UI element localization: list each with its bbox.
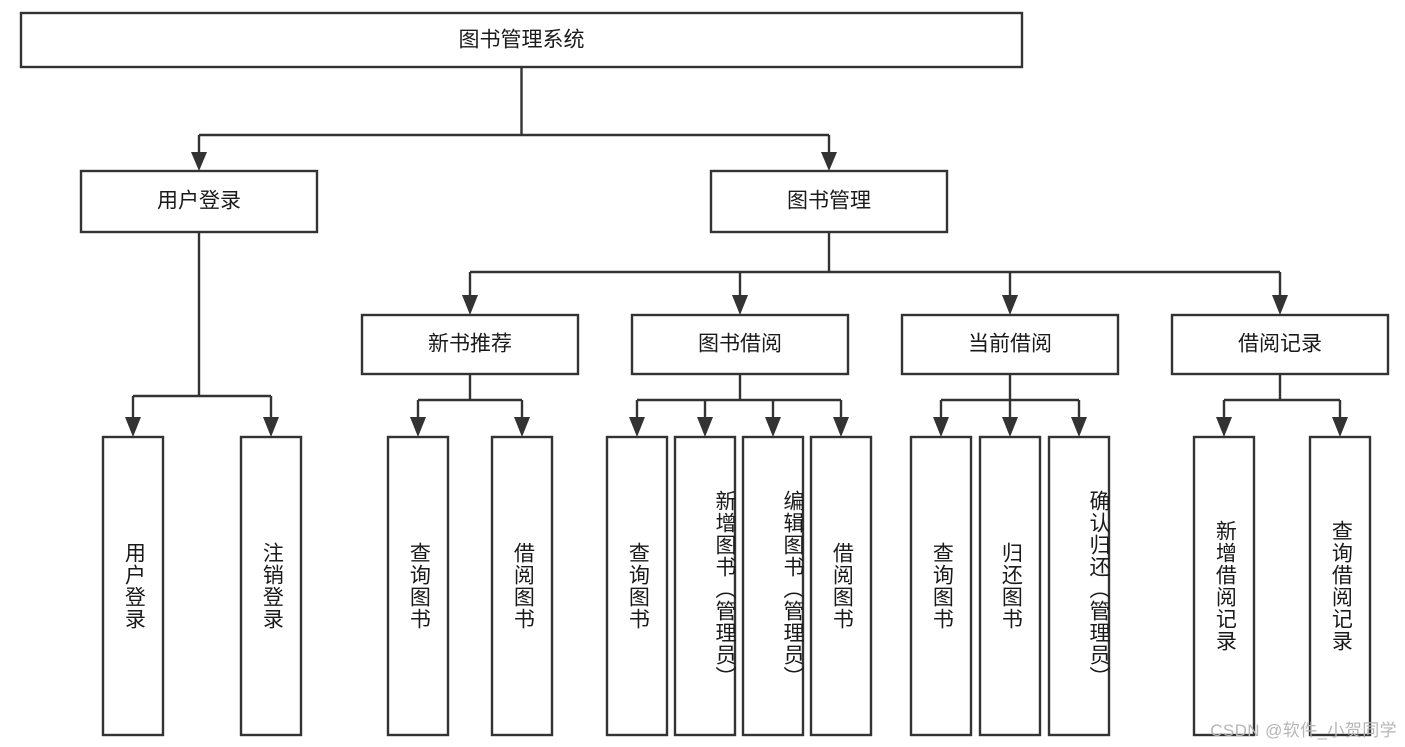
csdn-watermark: CSDN @软件_小贺同学 (1210, 721, 1397, 740)
arrow-head-leaf-query-book-2 (629, 417, 645, 437)
arrow-head-book-borrow (732, 295, 748, 315)
node-box-leaf-edit-book-admin[interactable] (741, 435, 805, 737)
node-box-leaf-borrow-book-2[interactable] (809, 435, 873, 737)
connector-layer (125, 67, 1348, 437)
node-box-leaf-return-book[interactable] (978, 435, 1042, 737)
arrow-head-leaf-borrow-book-2 (833, 417, 849, 437)
arrow-head-leaf-query-book-3 (933, 417, 949, 437)
node-layer: 图书管理系统 用户登录 图书管理 新书推荐 图书借阅 当前借阅 借阅记录 (19, 11, 1390, 737)
node-box-leaf-confirm-return-admin[interactable] (1047, 435, 1111, 737)
arrow-head-leaf-return-book (1002, 417, 1018, 437)
node-label-current-borrow: 当前借阅 (968, 333, 1052, 356)
node-box-current-borrow[interactable] (900, 313, 1120, 376)
node-box-leaf-logout-login[interactable] (239, 435, 303, 737)
node-box-new-book-recommend[interactable] (360, 313, 580, 376)
arrow-head-leaf-add-borrow-record (1216, 417, 1232, 437)
node-box-leaf-add-borrow-record[interactable] (1192, 435, 1256, 737)
arrow-head-borrow-record (1272, 295, 1288, 315)
node-box-leaf-borrow-book-1[interactable] (490, 435, 554, 737)
arrow-head-leaf-add-book-admin (697, 417, 713, 437)
node-label-borrow-record: 借阅记录 (1238, 333, 1322, 356)
arrow-head-leaf-query-book-1 (410, 417, 426, 437)
node-box-leaf-add-book-admin[interactable] (673, 435, 737, 737)
node-box-book-borrow[interactable] (630, 313, 850, 376)
node-box-user-login[interactable] (79, 169, 319, 234)
arrow-head-leaf-query-borrow-record (1332, 417, 1348, 437)
arrow-head-leaf-logout-login (263, 417, 279, 437)
node-label-new-book-recommend: 新书推荐 (428, 333, 512, 356)
node-box-leaf-query-book-1[interactable] (386, 435, 450, 737)
arrow-head-leaf-confirm-return-admin (1071, 417, 1087, 437)
node-label-root: 图书管理系统 (459, 29, 585, 52)
node-box-leaf-query-book-3[interactable] (909, 435, 973, 737)
arrow-head-leaf-edit-book-admin (765, 417, 781, 437)
arrow-head-new-book-recommend (462, 295, 478, 315)
node-label-book-borrow: 图书借阅 (698, 333, 782, 356)
node-box-leaf-query-borrow-record[interactable] (1308, 435, 1372, 737)
node-label-user-login: 用户登录 (157, 190, 241, 213)
arrow-head-leaf-borrow-book-1 (514, 417, 530, 437)
arrow-head-book-management (821, 152, 837, 171)
node-box-borrow-record[interactable] (1170, 313, 1390, 376)
arrow-head-current-borrow (1002, 295, 1018, 315)
node-box-book-management[interactable] (709, 169, 949, 234)
node-label-book-management: 图书管理 (787, 190, 871, 213)
arrow-head-user-login (191, 152, 207, 171)
node-box-leaf-user-login[interactable] (101, 435, 165, 737)
node-box-leaf-query-book-2[interactable] (605, 435, 669, 737)
arrow-head-leaf-user-login (125, 417, 141, 437)
node-box-root[interactable] (19, 11, 1024, 69)
